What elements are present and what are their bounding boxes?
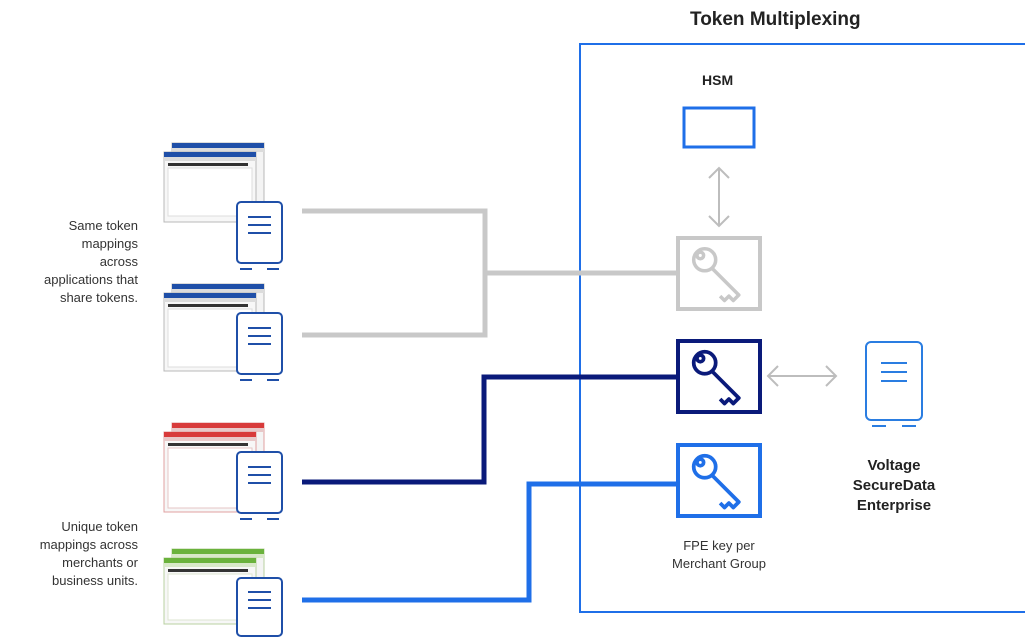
caption-line: Unique token bbox=[61, 519, 138, 534]
shared-caption: Same token mappings across applications … bbox=[0, 217, 138, 307]
caption-line: across bbox=[99, 254, 138, 269]
server-icon bbox=[236, 312, 283, 381]
double-arrow-icon bbox=[708, 166, 730, 228]
diagram-title: Token Multiplexing bbox=[690, 9, 861, 30]
server-icon bbox=[236, 201, 283, 270]
key-icon bbox=[676, 339, 762, 414]
caption-line: business units. bbox=[52, 573, 138, 588]
hsm-box bbox=[682, 106, 756, 149]
server-icon bbox=[236, 577, 283, 637]
key-icon bbox=[676, 443, 762, 518]
caption-line: Merchant Group bbox=[672, 556, 766, 571]
bright-blue-connector bbox=[302, 481, 676, 603]
shared-token-connector bbox=[302, 208, 676, 338]
hsm-label: HSM bbox=[702, 72, 734, 88]
caption-line: merchants or bbox=[62, 555, 138, 570]
product-name-line: Enterprise bbox=[856, 497, 932, 514]
unique-caption: Unique token mappings across merchants o… bbox=[0, 518, 138, 590]
server-icon bbox=[865, 341, 923, 427]
key-icon bbox=[676, 236, 762, 311]
server-icon bbox=[236, 451, 283, 520]
caption-line: FPE key per bbox=[683, 538, 755, 553]
caption-line: Same token bbox=[68, 218, 138, 233]
product-name: Voltage SecureData Enterprise bbox=[834, 456, 954, 516]
double-arrow-icon bbox=[766, 365, 838, 387]
caption-line: applications that bbox=[44, 272, 138, 287]
enterprise-frame bbox=[579, 43, 1025, 613]
product-name-line: SecureData bbox=[852, 477, 936, 494]
caption-line: mappings bbox=[81, 236, 138, 251]
caption-line: mappings across bbox=[39, 537, 138, 552]
product-name-line: Voltage bbox=[867, 457, 921, 474]
dark-blue-connector bbox=[302, 374, 676, 485]
fpe-caption: FPE key per Merchant Group bbox=[644, 537, 794, 573]
caption-line: share tokens. bbox=[59, 290, 138, 305]
